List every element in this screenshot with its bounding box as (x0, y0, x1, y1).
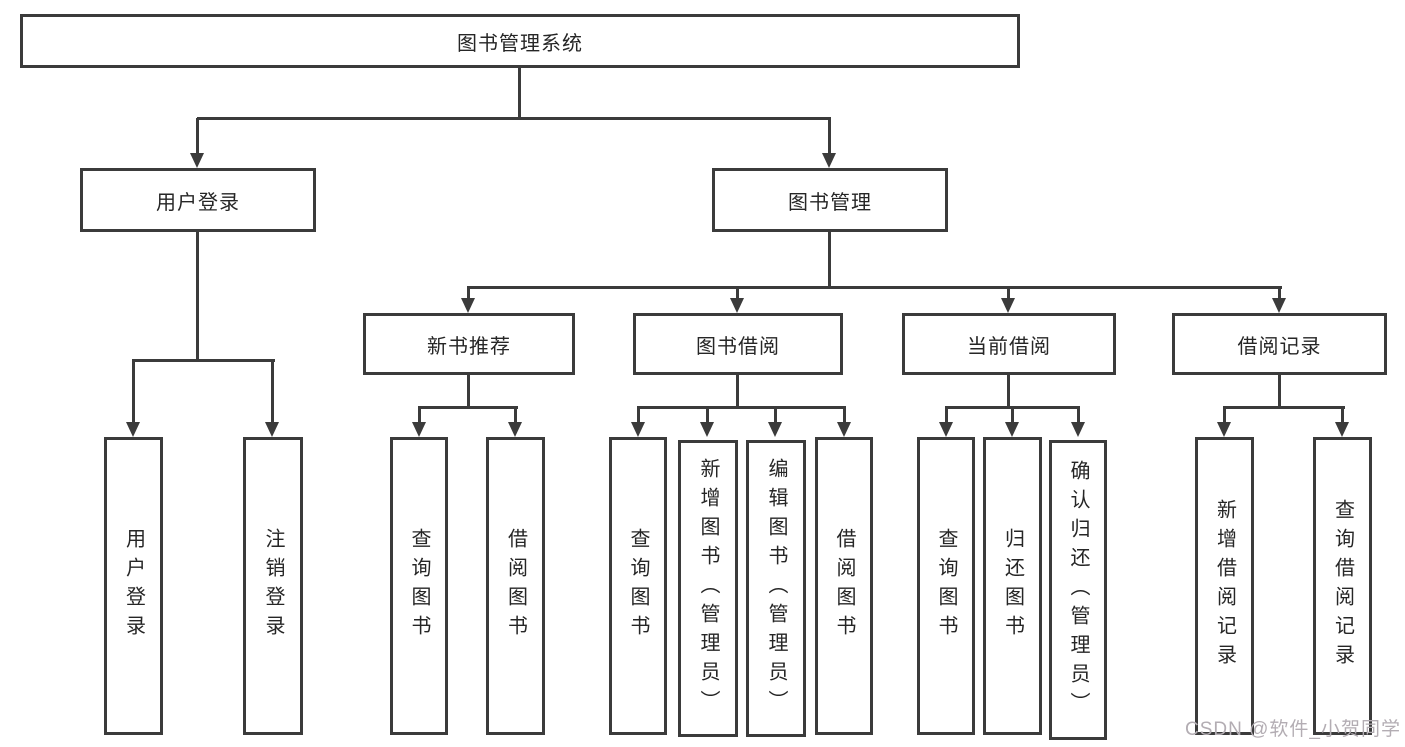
arrow-to-user-login (190, 118, 205, 168)
arrow-to-cb-query (939, 408, 954, 437)
node-leaf-nb-query-books: 查询图书 (390, 437, 448, 735)
node-leaf-bb-query-books: 查询图书 (609, 437, 667, 735)
connector-root-hbar (197, 117, 831, 120)
connector-userlogin-hbar (132, 359, 275, 362)
connector-currentborrow-stem (1007, 375, 1010, 408)
arrow-to-current-borrowing (1001, 288, 1016, 313)
connector-borrowrecords-hbar (1223, 406, 1345, 409)
connector-borrowrecords-stem (1278, 375, 1281, 408)
arrow-to-br-query (1335, 408, 1350, 437)
connector-newbooks-stem (467, 375, 470, 408)
node-leaf-user-login: 用户登录 (104, 437, 163, 735)
node-current-borrowing: 当前借阅 (902, 313, 1116, 375)
node-leaf-logout: 注销登录 (243, 437, 303, 735)
node-leaf-bb-edit-books-admin: 编辑图书（管理员） (746, 440, 806, 737)
arrow-to-nb-query (412, 408, 427, 437)
node-leaf-cb-confirm-return-admin: 确认归还（管理员） (1049, 440, 1107, 740)
node-leaf-cb-return-books: 归还图书 (983, 437, 1042, 735)
node-leaf-br-query-record: 查询借阅记录 (1313, 437, 1372, 735)
arrow-to-new-book-recommend (461, 288, 476, 313)
arrow-to-cb-confirm (1071, 408, 1086, 437)
arrow-to-bb-add (700, 408, 715, 437)
connector-userlogin-stem (196, 232, 199, 361)
arrow-to-book-borrowing (730, 288, 745, 313)
node-book-borrowing: 图书借阅 (633, 313, 843, 375)
arrow-to-leaf-user-login (126, 361, 141, 437)
arrow-to-borrow-records (1272, 288, 1287, 313)
arrow-to-nb-borrow (508, 408, 523, 437)
arrow-to-bb-edit (768, 408, 783, 437)
node-leaf-bb-add-books-admin: 新增图书（管理员） (678, 440, 738, 737)
connector-bookborrow-stem (736, 375, 739, 408)
arrow-to-bb-query (631, 408, 646, 437)
node-leaf-nb-borrow-books: 借阅图书 (486, 437, 545, 735)
connector-root-stem (518, 68, 521, 118)
arrow-to-leaf-logout (265, 361, 280, 437)
connector-currentborrow-hbar (945, 406, 1080, 409)
node-book-management-system: 图书管理系统 (20, 14, 1020, 68)
node-borrow-records: 借阅记录 (1172, 313, 1387, 375)
node-leaf-cb-query-books: 查询图书 (917, 437, 975, 735)
node-book-management: 图书管理 (712, 168, 948, 232)
arrow-to-book-management (822, 118, 837, 168)
arrow-to-cb-return (1005, 408, 1020, 437)
node-new-book-recommend: 新书推荐 (363, 313, 575, 375)
arrow-to-br-add (1217, 408, 1232, 437)
csdn-watermark: CSDN @软件_小贺同学 (1185, 719, 1401, 740)
node-leaf-bb-borrow-books: 借阅图书 (815, 437, 873, 735)
connector-bookmgmt-stem (828, 232, 831, 289)
connector-bookborrow-hbar (637, 406, 846, 409)
connector-newbooks-hbar (418, 406, 518, 409)
node-leaf-br-add-record: 新增借阅记录 (1195, 437, 1254, 735)
arrow-to-bb-borrow (837, 408, 852, 437)
node-user-login: 用户登录 (80, 168, 316, 232)
connector-bookmgmt-hbar (467, 286, 1282, 289)
